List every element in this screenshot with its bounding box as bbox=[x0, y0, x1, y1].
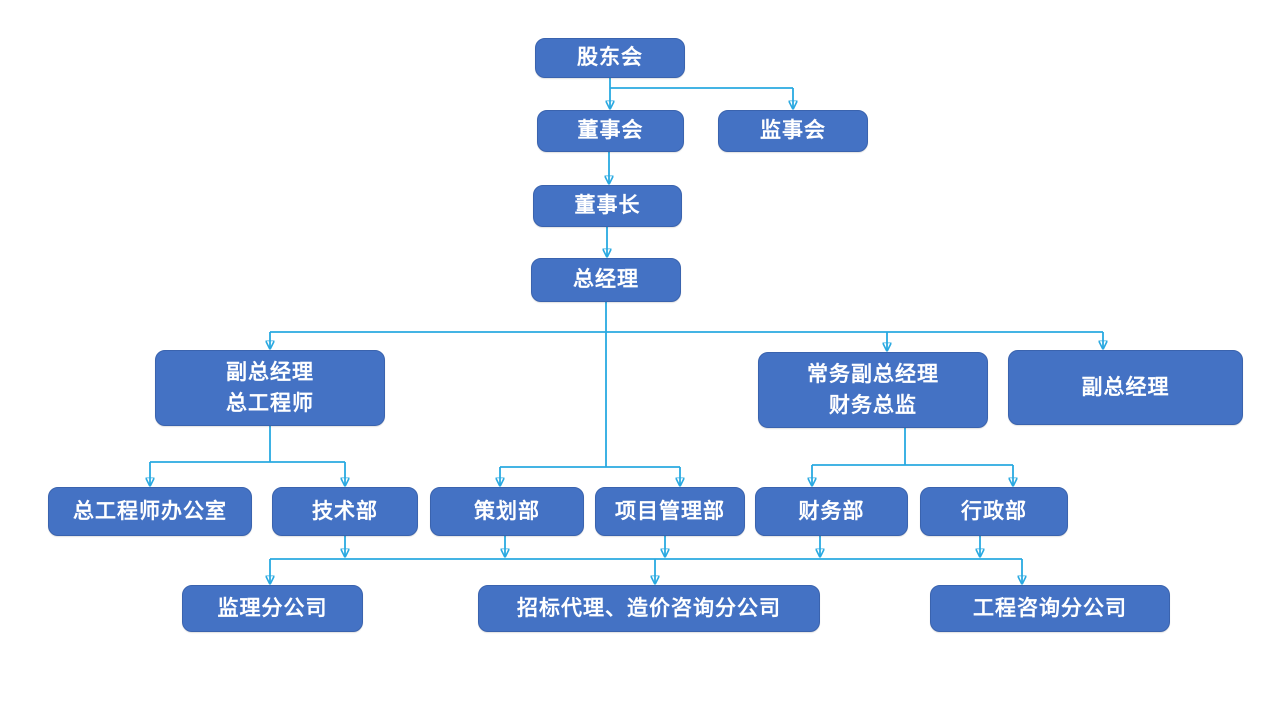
org-node-supervision-branch: 监理分公司 bbox=[182, 585, 363, 632]
org-node-deputy-gm: 副总经理 bbox=[1008, 350, 1243, 425]
org-node-supervisory-board: 监事会 bbox=[718, 110, 868, 152]
org-node-finance-dept: 财务部 bbox=[755, 487, 908, 536]
org-node-administration-dept: 行政部 bbox=[920, 487, 1068, 536]
org-node-planning-dept: 策划部 bbox=[430, 487, 584, 536]
org-node-deputy-gm-chief-engineer: 副总经理 总工程师 bbox=[155, 350, 385, 426]
org-node-project-management-dept: 项目管理部 bbox=[595, 487, 745, 536]
org-node-board-of-directors: 董事会 bbox=[537, 110, 684, 152]
org-node-chief-engineer-office: 总工程师办公室 bbox=[48, 487, 252, 536]
org-node-technology-dept: 技术部 bbox=[272, 487, 418, 536]
connector-gm-to-deputies bbox=[270, 302, 1103, 351]
connector-shareholders-to-boards bbox=[610, 78, 793, 109]
org-node-shareholders: 股东会 bbox=[535, 38, 685, 78]
org-node-general-manager: 总经理 bbox=[531, 258, 681, 302]
org-node-bidding-cost-consulting-branch: 招标代理、造价咨询分公司 bbox=[478, 585, 820, 632]
connector-dgmce-to-depts bbox=[150, 426, 345, 486]
org-node-engineering-consulting-branch: 工程咨询分公司 bbox=[930, 585, 1170, 632]
connector-edgmcfo-to-depts bbox=[812, 428, 1013, 486]
connector-gm-to-planning-pm bbox=[500, 332, 680, 486]
org-node-chairman: 董事长 bbox=[533, 185, 682, 227]
org-node-executive-deputy-gm-cfo: 常务副总经理 财务总监 bbox=[758, 352, 988, 428]
connector-depts-to-branch-bus bbox=[270, 536, 1022, 584]
